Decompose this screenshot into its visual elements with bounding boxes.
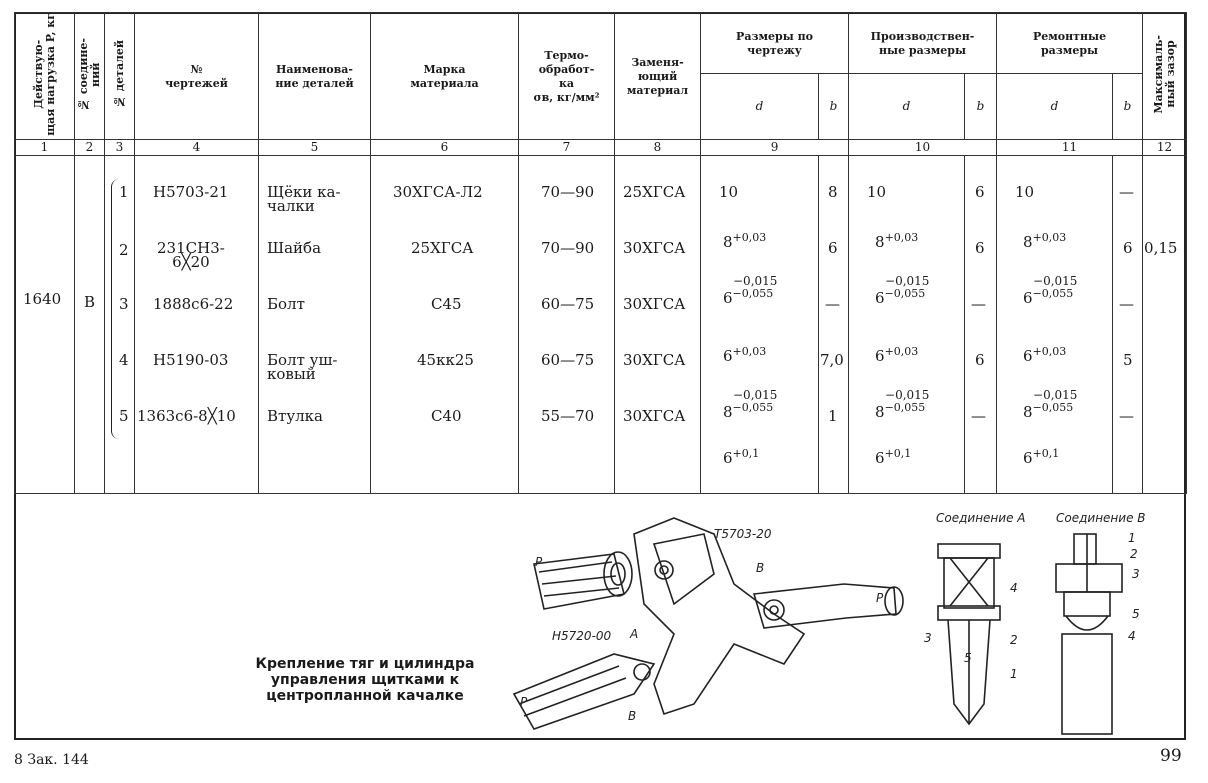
material: С40 (431, 407, 462, 426)
material: 45кк25 (417, 351, 474, 370)
header-heat: Термо- обработ- ка σв, кг/мм² (518, 12, 615, 140)
svg-text:4: 4 (1010, 581, 1018, 595)
part-brace (111, 179, 122, 440)
page-number: 99 (1160, 746, 1182, 766)
dims-drawing-b: 8 6 — 7,0 1 (820, 183, 844, 426)
part-name: Шайба (267, 239, 322, 258)
part-no: 3 (119, 295, 129, 314)
max-gap-value: 0,15 (1144, 239, 1178, 258)
drawing-no: Н5190-03 (153, 351, 229, 370)
drawing-caption: Крепление тяг и цилиндра управления щитк… (255, 656, 475, 704)
header-drawing: № чертежей (134, 12, 259, 140)
dims-drawing-d: 10 8+0,03 −0,015 6−0,055 6+0,03 −0,015 8… (719, 183, 778, 468)
part-name: Втулка (267, 407, 323, 426)
header-b: b (817, 72, 850, 140)
label-p1: P (535, 555, 543, 569)
part-no: 5 (119, 407, 129, 426)
assembly-drawing: P P P Т5703-20 Н5720-00 А В В Соединение… (14, 494, 1186, 740)
label-b2: В (628, 709, 636, 723)
drawing-no: 1363с6-8╳10 (137, 407, 236, 426)
assembly-illustration: P P P Т5703-20 Н5720-00 А В В Соединение… (512, 511, 1146, 735)
part-name: Болт уш- ковый (267, 351, 338, 384)
dims-production-b: 6 6 — 6 — (971, 183, 987, 426)
rocker-assembly (512, 517, 1123, 735)
dims-repair-d: 10 8+0,03 −0,015 6−0,055 6+0,03 −0,015 8… (1015, 183, 1078, 468)
data-row: 1640 В 1 2 3 4 5 Н5703-21 231СН3- 6╳20 1… (14, 154, 1188, 494)
label-joint-a: Соединение А (936, 511, 1025, 525)
header-joint: № соедине- ний (74, 12, 105, 140)
heat-treatment: 55—70 (541, 407, 595, 426)
material: 25ХГСА (411, 239, 474, 258)
svg-text:5: 5 (964, 651, 972, 665)
dims-production-d: 10 8+0,03 −0,015 6−0,055 6+0,03 −0,015 8… (867, 183, 930, 468)
footer-order: 8 Зак. 144 (14, 752, 89, 768)
svg-text:2: 2 (1130, 547, 1138, 561)
replacement-material: 30ХГСА (623, 295, 686, 314)
heat-treatment: 70—90 (541, 239, 595, 258)
label-part-left: Н5720-00 (552, 629, 612, 643)
svg-text:3: 3 (1132, 567, 1140, 581)
header-d: d (848, 72, 966, 140)
header-material: Марка материала (370, 12, 519, 140)
header-b: b (1112, 72, 1144, 140)
header-max-gap: Максималь- ный зазор (1142, 12, 1188, 140)
load-value: 1640 (23, 289, 62, 308)
header-name: Наименова- ние деталей (258, 12, 371, 140)
joint-value: В (84, 293, 96, 312)
header-b: b (964, 72, 998, 140)
svg-text:5: 5 (1132, 607, 1140, 621)
label-b1: В (756, 561, 764, 575)
header-d: d (996, 72, 1114, 140)
header-replace: Заменя- ющий материал (614, 12, 701, 140)
drawing-no: 231СН3- 6╳20 (157, 239, 225, 272)
svg-text:4: 4 (1128, 629, 1136, 643)
replacement-material: 30ХГСА (623, 351, 686, 370)
part-no: 1 (119, 183, 129, 202)
column-numbers-row: 1 2 3 4 5 6 7 8 9 10 11 12 (14, 138, 1188, 156)
header-dims-production: Производствен- ные размеры (848, 12, 998, 74)
drawing-labels: P P P Т5703-20 Н5720-00 А В В Соединение… (520, 511, 1146, 723)
svg-text:3: 3 (924, 631, 932, 645)
label-part-top: Т5703-20 (714, 527, 772, 541)
header-load: Действую- щая нагрузка P, кг (14, 12, 75, 140)
heat-treatment: 70—90 (541, 183, 595, 202)
drawing-no: Н5703-21 (153, 183, 229, 202)
replacement-material: 25ХГСА (623, 183, 686, 202)
part-name: Болт (267, 295, 305, 314)
part-no: 2 (119, 241, 129, 260)
part-no: 4 (119, 351, 129, 370)
material: С45 (431, 295, 462, 314)
replacement-material: 30ХГСА (623, 239, 686, 258)
dims-repair-b: — 6 — 5 — (1119, 183, 1135, 426)
svg-text:2: 2 (1010, 633, 1018, 647)
label-a: А (629, 627, 638, 641)
header-dims-drawing: Размеры по чертежу (699, 12, 850, 74)
label-joint-b: Соединение В (1056, 511, 1146, 525)
svg-text:1: 1 (1010, 667, 1018, 681)
part-name: Щёки ка- чалки (267, 183, 341, 216)
label-p2: P (876, 591, 884, 605)
header-part-no: № деталей (104, 12, 135, 140)
heat-treatment: 60—75 (541, 351, 595, 370)
header-d: d (700, 72, 819, 140)
drawing-no: 1888с6-22 (153, 295, 234, 314)
header-dims-repair: Ремонтные размеры (996, 12, 1144, 74)
spec-table: Действую- щая нагрузка P, кг № соедине- … (14, 12, 1188, 494)
svg-text:1: 1 (1128, 531, 1136, 545)
material: 30ХГСА-Л2 (393, 183, 483, 202)
heat-treatment: 60—75 (541, 295, 595, 314)
label-p3: P (520, 695, 528, 709)
replacement-material: 30ХГСА (623, 407, 686, 426)
